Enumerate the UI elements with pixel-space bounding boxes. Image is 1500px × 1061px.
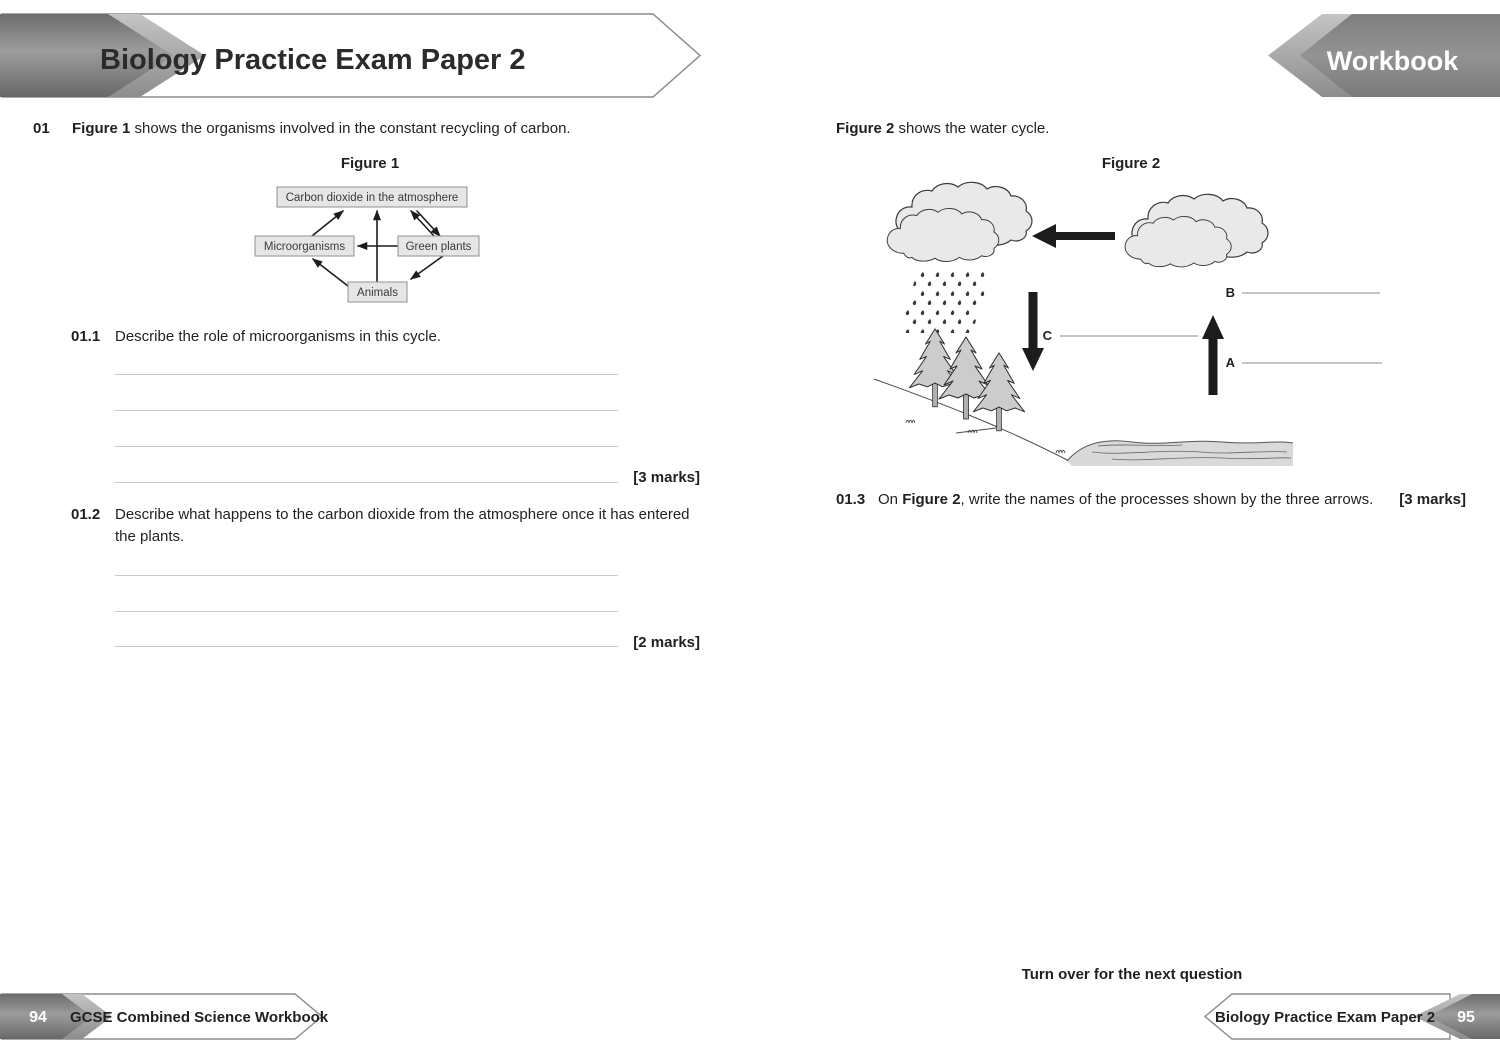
figure1-ref: Figure 1 xyxy=(72,120,131,137)
animals-box xyxy=(347,281,408,303)
workbook-banner xyxy=(1268,14,1500,97)
water-icon xyxy=(1067,440,1293,466)
cloud-left-icon xyxy=(886,181,1033,262)
answer-line xyxy=(115,575,618,576)
arrow-micro-to-co2 xyxy=(311,210,344,237)
label-c: C xyxy=(1043,328,1053,343)
question-prompt-1-2-line1: Describe what happens to the carbon diox… xyxy=(115,506,690,523)
label-b: B xyxy=(1226,285,1235,300)
co2-box-label: Carbon dioxide in the atmosphere xyxy=(286,192,459,204)
figure2-diagram: B C A xyxy=(873,181,1382,466)
answer-line xyxy=(115,446,618,447)
green-plants-box-label: Green plants xyxy=(406,241,472,253)
rain-icon xyxy=(898,270,992,333)
figure2-intro: Figure 2 shows the water cycle. xyxy=(836,119,1049,139)
turn-over-note: Turn over for the next question xyxy=(1021,966,1243,983)
footer-title-left: GCSE Combined Science Workbook xyxy=(70,1009,329,1026)
arrow-plants-to-co2 xyxy=(410,210,435,237)
footer-banner-right xyxy=(1203,993,1500,1040)
water-waves xyxy=(1091,444,1292,461)
arrow-animals-to-micro xyxy=(312,258,349,287)
marks-label-1-3: [3 marks] xyxy=(1399,491,1466,508)
figure2-ref: Figure 2 xyxy=(836,120,895,137)
question-prompt-1-1: Describe the role of microorganisms in t… xyxy=(115,328,441,345)
answer-line xyxy=(115,482,618,483)
arrow-left-icon xyxy=(1032,224,1115,248)
question-number-1-3: 01.3 xyxy=(836,491,866,508)
header-banner xyxy=(0,13,702,98)
arrow-up-icon xyxy=(1202,315,1224,395)
figure1-diagram: Carbon dioxide in the atmosphere Microor… xyxy=(254,186,480,303)
water-edge xyxy=(1066,440,1294,462)
grass-icon xyxy=(905,419,916,424)
question-prompt-1-3: On Figure 2, write the names of the proc… xyxy=(878,490,1373,510)
co2-box xyxy=(276,186,468,208)
microorganisms-box-label: Microorganisms xyxy=(264,241,345,253)
figure2-intro-text: shows the water cycle. xyxy=(894,120,1050,137)
page-number-left: 94 xyxy=(29,1009,47,1026)
animals-box-label: Animals xyxy=(357,287,398,299)
answer-line xyxy=(115,646,618,647)
grass-icon xyxy=(1055,449,1066,454)
label-a: A xyxy=(1226,355,1236,370)
page-number-right: 95 xyxy=(1457,1009,1475,1026)
answer-line xyxy=(115,611,618,612)
microorganisms-box xyxy=(254,235,355,257)
question-number: 01 xyxy=(33,120,50,137)
marks-label-1-1: [3 marks] xyxy=(633,469,700,486)
arrow-co2-to-plants xyxy=(416,210,441,237)
workbook-badge: Workbook xyxy=(1326,46,1459,76)
arrow-plants-to-animals xyxy=(410,255,444,280)
figure2-ref-inline: Figure 2 xyxy=(902,491,961,508)
marks-label-1-2: [2 marks] xyxy=(633,634,700,651)
answer-line xyxy=(115,410,618,411)
green-plants-box xyxy=(397,235,480,257)
prompt-post: , write the names of the processes shown… xyxy=(960,491,1374,508)
footer-title-right: Biology Practice Exam Paper 2 xyxy=(1215,1009,1436,1026)
answer-line xyxy=(115,374,618,375)
question-number-1-1: 01.1 xyxy=(71,328,101,345)
question-intro-text: shows the organisms involved in the cons… xyxy=(130,120,571,137)
question-intro: Figure 1 shows the organisms involved in… xyxy=(72,119,571,139)
prompt-pre: On xyxy=(878,491,903,508)
cloud-right-icon xyxy=(1124,193,1269,268)
arrow-down-icon xyxy=(1022,292,1044,371)
figure2-caption: Figure 2 xyxy=(1101,155,1161,172)
page-title: Biology Practice Exam Paper 2 xyxy=(100,44,526,76)
footer-banner-left xyxy=(0,993,324,1040)
question-number-1-2: 01.2 xyxy=(71,506,101,523)
question-prompt-1-2-line2: the plants. xyxy=(115,528,185,545)
figure1-caption: Figure 1 xyxy=(340,155,400,172)
